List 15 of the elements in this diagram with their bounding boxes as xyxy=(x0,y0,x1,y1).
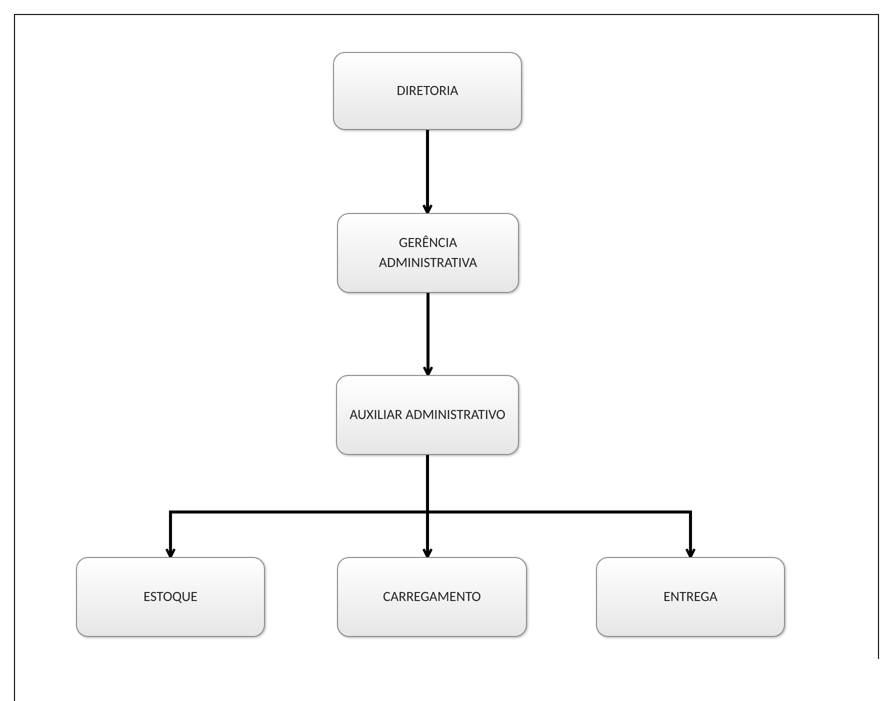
box-label: AUXILIAR ADMINISTRATIVO xyxy=(350,405,506,425)
org-box xyxy=(337,213,519,293)
org-box xyxy=(337,557,527,637)
org-box xyxy=(333,52,522,130)
box-label: ESTOQUE xyxy=(144,587,198,607)
org-box xyxy=(336,375,519,455)
box-label: DIRETORIA xyxy=(396,81,458,101)
box-label: ENTREGA xyxy=(664,587,718,607)
org-box xyxy=(76,557,265,637)
arrow xyxy=(422,293,434,376)
box-label: GERÊNCIA ADMINISTRATIVA xyxy=(378,233,478,273)
arrow xyxy=(422,130,433,214)
arrow xyxy=(426,455,696,558)
org-box xyxy=(596,557,785,637)
box-label: CARREGAMENTO xyxy=(383,587,481,607)
